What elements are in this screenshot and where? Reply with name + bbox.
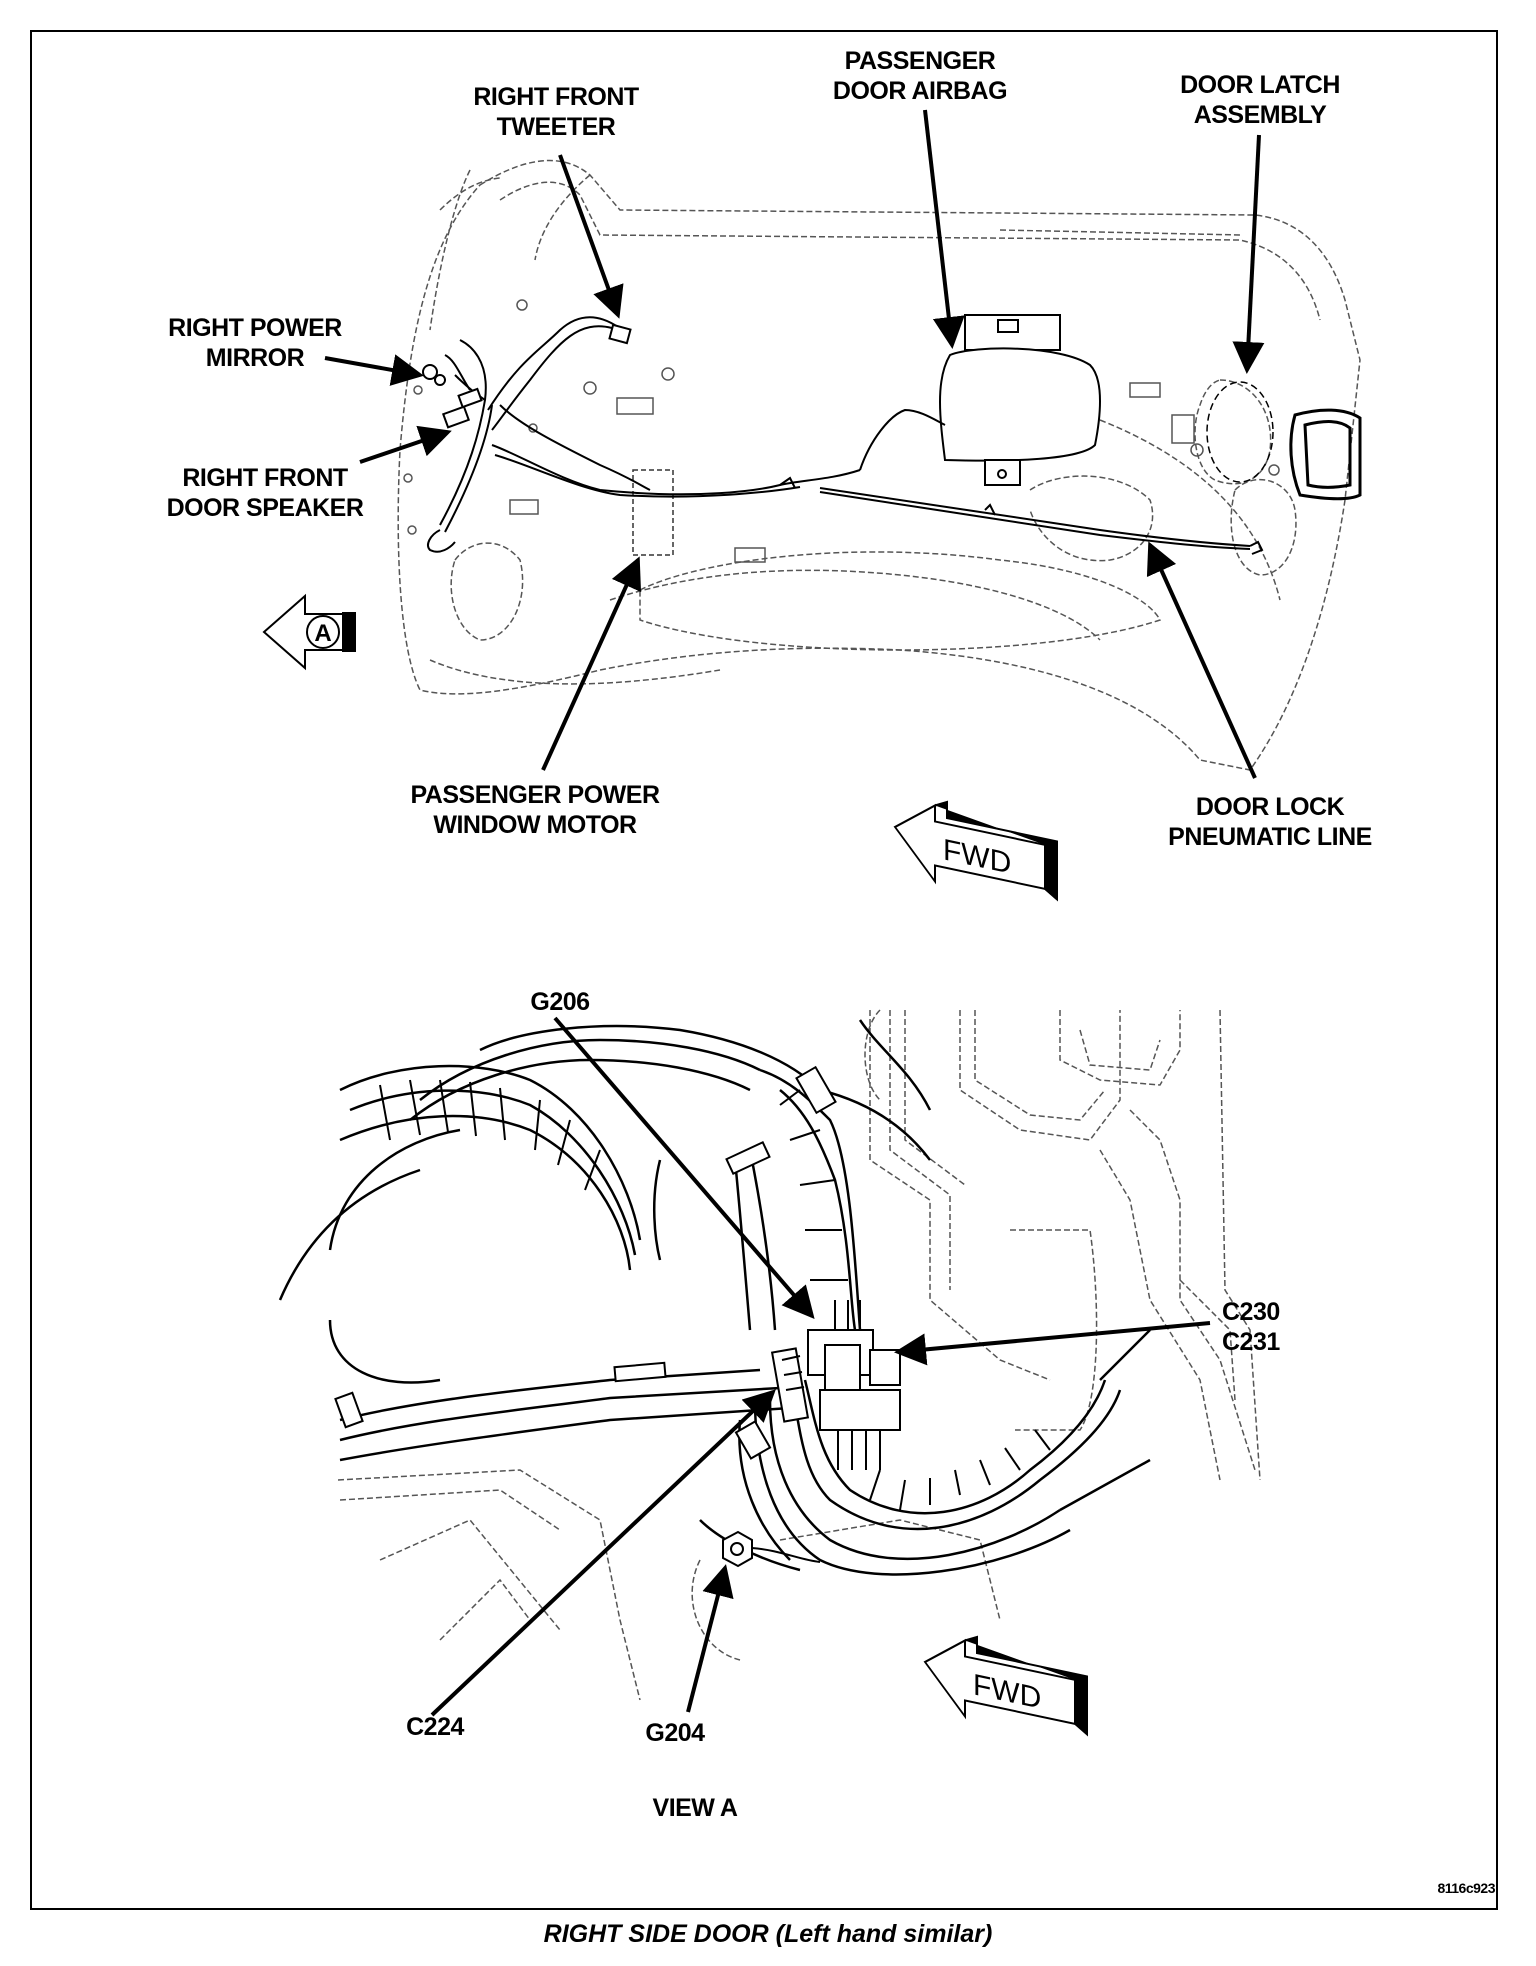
label-passenger-door-airbag: PASSENGER DOOR AIRBAG (820, 46, 1020, 106)
handle-pocket (1289, 408, 1362, 501)
door-latch-outline (1206, 381, 1274, 483)
door-panel-outline (397, 159, 1361, 771)
label-right-front-door-speaker: RIGHT FRONT DOOR SPEAKER (140, 463, 390, 523)
label-line: C230 (1222, 1298, 1280, 1326)
connector-c230-c231 (807, 1300, 901, 1470)
label-line: C231 (1222, 1328, 1280, 1356)
figure-frame (30, 30, 1498, 1910)
label-right-power-mirror: RIGHT POWER MIRROR (140, 313, 370, 373)
view-a-leader-arrows (430, 1016, 1211, 1717)
label-line: PASSENGER (844, 47, 996, 75)
harness-tape-bands (379, 1079, 1051, 1511)
label-g206: G206 (530, 988, 590, 1016)
label-c224: C224 (406, 1713, 464, 1741)
view-a-harness-bundles (278, 1019, 1151, 1576)
mirror-connector (422, 364, 483, 429)
label-line: ASSEMBLY (1193, 101, 1327, 129)
airbag-module (939, 314, 1101, 486)
fwd-arrow-top: FWD (893, 800, 1058, 902)
window-motor-body (632, 469, 674, 556)
label-passenger-power-window-motor: PASSENGER POWER WINDOW MOTOR (390, 780, 680, 840)
label-line: RIGHT POWER (168, 314, 342, 342)
label-line: DOOR AIRBAG (832, 77, 1008, 105)
view-a-title: VIEW A (652, 1794, 738, 1822)
label-c230-c231: C230 C231 (1222, 1297, 1302, 1357)
label-door-latch-assembly: DOOR LATCH ASSEMBLY (1160, 70, 1360, 130)
label-line: WINDOW MOTOR (433, 811, 637, 839)
label-line: DOOR LATCH (1180, 71, 1340, 99)
ground-g206-lug (734, 1420, 772, 1460)
view-a-marker (262, 593, 356, 671)
label-line: MIRROR (205, 344, 305, 372)
connector-c224 (770, 1347, 810, 1423)
label-line: PASSENGER POWER (410, 781, 660, 809)
fwd-arrow-bottom: FWD (923, 1635, 1088, 1737)
ground-g204-bolt (722, 1530, 821, 1568)
view-a-marker-letter: A (314, 620, 331, 647)
label-g204: G204 (645, 1719, 705, 1747)
tweeter-connector (608, 323, 632, 345)
label-line: DOOR LOCK (1195, 793, 1345, 821)
panel-features (403, 299, 1280, 563)
label-line: TWEETER (496, 113, 616, 141)
body-structure-outline (337, 1009, 1261, 1701)
top-leader-arrows (324, 109, 1265, 779)
label-right-front-tweeter: RIGHT FRONT TWEETER (440, 82, 672, 142)
tweeter-wire (491, 325, 613, 431)
label-line: RIGHT FRONT (182, 464, 348, 492)
label-line: PNEUMATIC LINE (1168, 823, 1372, 851)
label-line: RIGHT FRONT (473, 83, 639, 111)
figure-id: 8116c923 (1437, 1880, 1495, 1896)
label-door-lock-pneumatic-line: DOOR LOCK PNEUMATIC LINE (1150, 792, 1390, 852)
figure-caption: RIGHT SIDE DOOR (Left hand similar) (543, 1920, 993, 1948)
label-line: DOOR SPEAKER (166, 494, 364, 522)
cable-ties (334, 1065, 837, 1429)
